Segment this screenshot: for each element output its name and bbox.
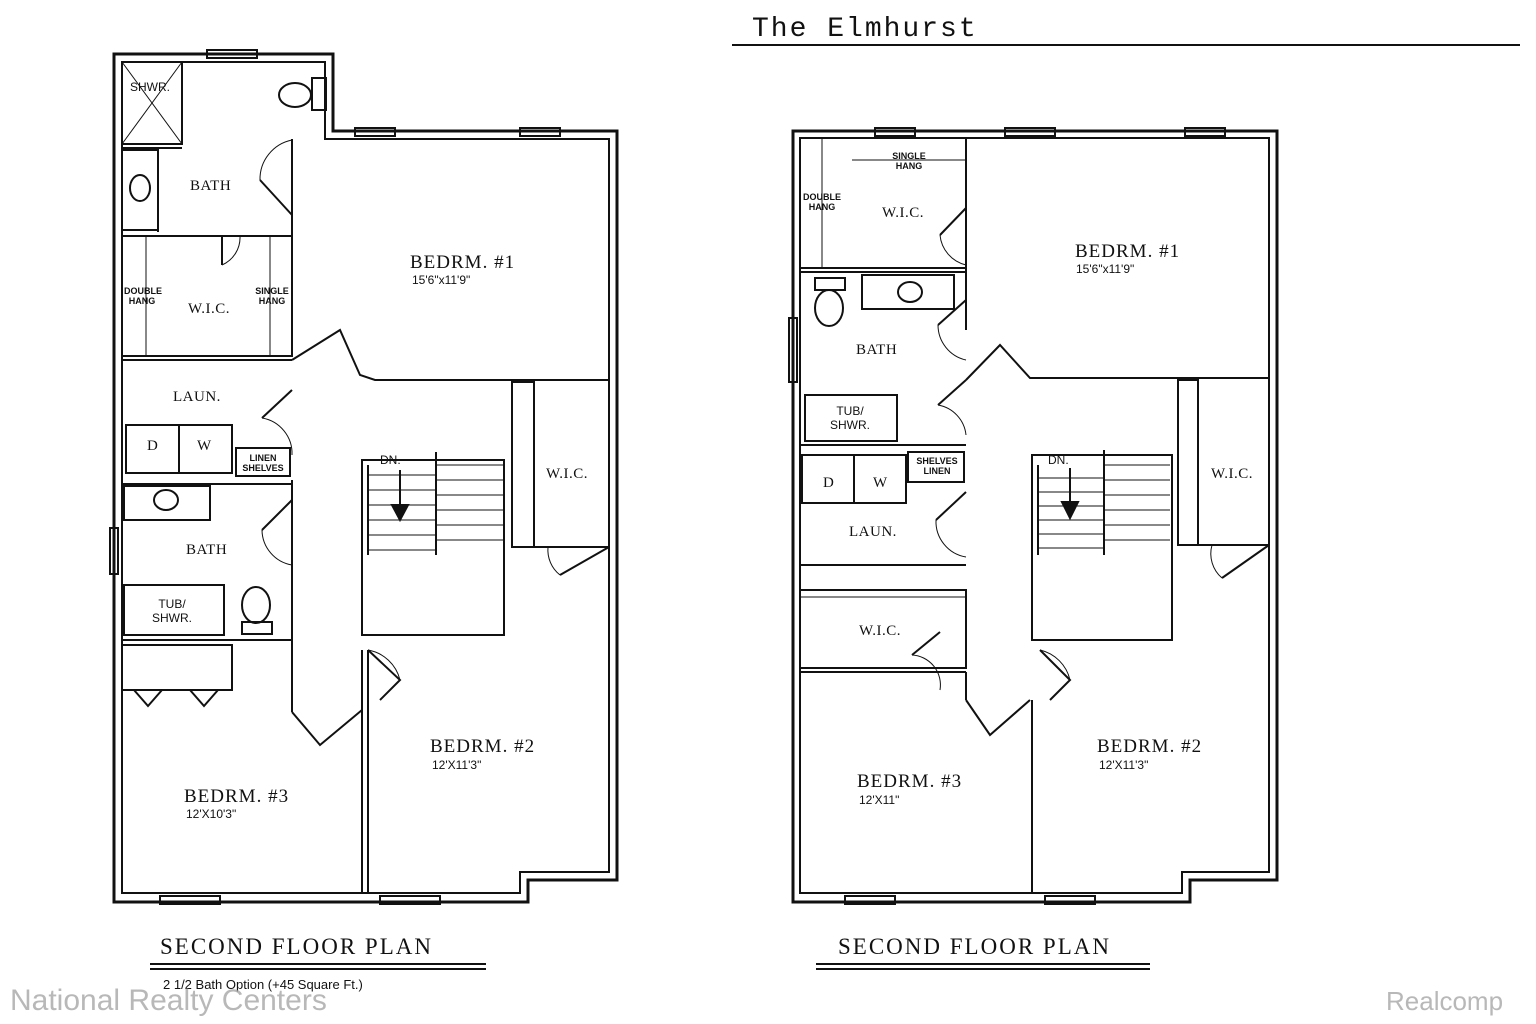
left-dryer-label: D bbox=[147, 438, 159, 454]
right-wic-master-label: W.I.C. bbox=[882, 205, 925, 221]
right-bedroom2-label: BEDRM. #2 bbox=[1097, 736, 1203, 757]
left-washer-label: W bbox=[197, 438, 212, 454]
right-stair-label: DN. bbox=[1048, 453, 1069, 467]
right-plan-caption: SECOND FLOOR PLAN bbox=[838, 934, 1111, 959]
right-laundry-label: LAUN. bbox=[849, 524, 897, 540]
right-dryer-label: D bbox=[823, 475, 835, 491]
right-bedroom1-dim: 15'6"x11'9" bbox=[1076, 262, 1135, 276]
left-tub-label: TUB/ SHWR. bbox=[152, 597, 192, 625]
left-linen-label: LINEN SHELVES bbox=[242, 453, 284, 473]
left-stair-label: DN. bbox=[380, 453, 401, 467]
left-bedroom3-label: BEDRM. #3 bbox=[184, 786, 290, 807]
plan-title: The Elmhurst bbox=[752, 14, 978, 45]
left-shower-label: SHWR. bbox=[130, 80, 170, 94]
right-shelves-label: SHELVES LINEN bbox=[916, 456, 958, 476]
right-single-hang-label: SINGLE HANG bbox=[892, 151, 926, 171]
left-double-hang-label: DOUBLE HANG bbox=[124, 286, 162, 306]
left-plan-caption: SECOND FLOOR PLAN bbox=[160, 934, 433, 959]
right-bedroom1-label: BEDRM. #1 bbox=[1075, 241, 1181, 262]
right-bedroom3-label: BEDRM. #3 bbox=[857, 771, 963, 792]
left-bedroom2-label: BEDRM. #2 bbox=[430, 736, 536, 757]
left-wic2-label: W.I.C. bbox=[546, 466, 589, 482]
left-plan-note: 2 1/2 Bath Option (+45 Square Ft.) bbox=[163, 977, 363, 992]
left-hall-bath-label: BATH bbox=[186, 542, 228, 558]
watermark-right: Realcomp bbox=[1386, 986, 1504, 1016]
right-wic3-label: W.I.C. bbox=[859, 623, 902, 639]
right-bath-label: BATH bbox=[856, 342, 898, 358]
left-wic-master-label: W.I.C. bbox=[188, 301, 231, 317]
right-washer-label: W bbox=[873, 475, 888, 491]
right-bedroom2-dim: 12'X11'3" bbox=[1099, 758, 1149, 772]
left-laundry-label: LAUN. bbox=[173, 389, 221, 405]
left-master-bath-label: BATH bbox=[190, 178, 232, 194]
left-bedroom1-dim: 15'6"x11'9" bbox=[412, 273, 471, 287]
right-wic2-label: W.I.C. bbox=[1211, 466, 1254, 482]
left-single-hang-label: SINGLE HANG bbox=[255, 286, 289, 306]
right-tub-label: TUB/ SHWR. bbox=[830, 404, 870, 432]
right-bedroom3-dim: 12'X11" bbox=[859, 793, 900, 807]
watermark-left: National Realty Centers bbox=[10, 984, 327, 1017]
left-bedroom1-label: BEDRM. #1 bbox=[410, 252, 516, 273]
right-double-hang-label: DOUBLE HANG bbox=[803, 192, 841, 212]
left-bedroom3-dim: 12'X10'3" bbox=[186, 807, 237, 821]
left-bedroom2-dim: 12'X11'3" bbox=[432, 758, 482, 772]
